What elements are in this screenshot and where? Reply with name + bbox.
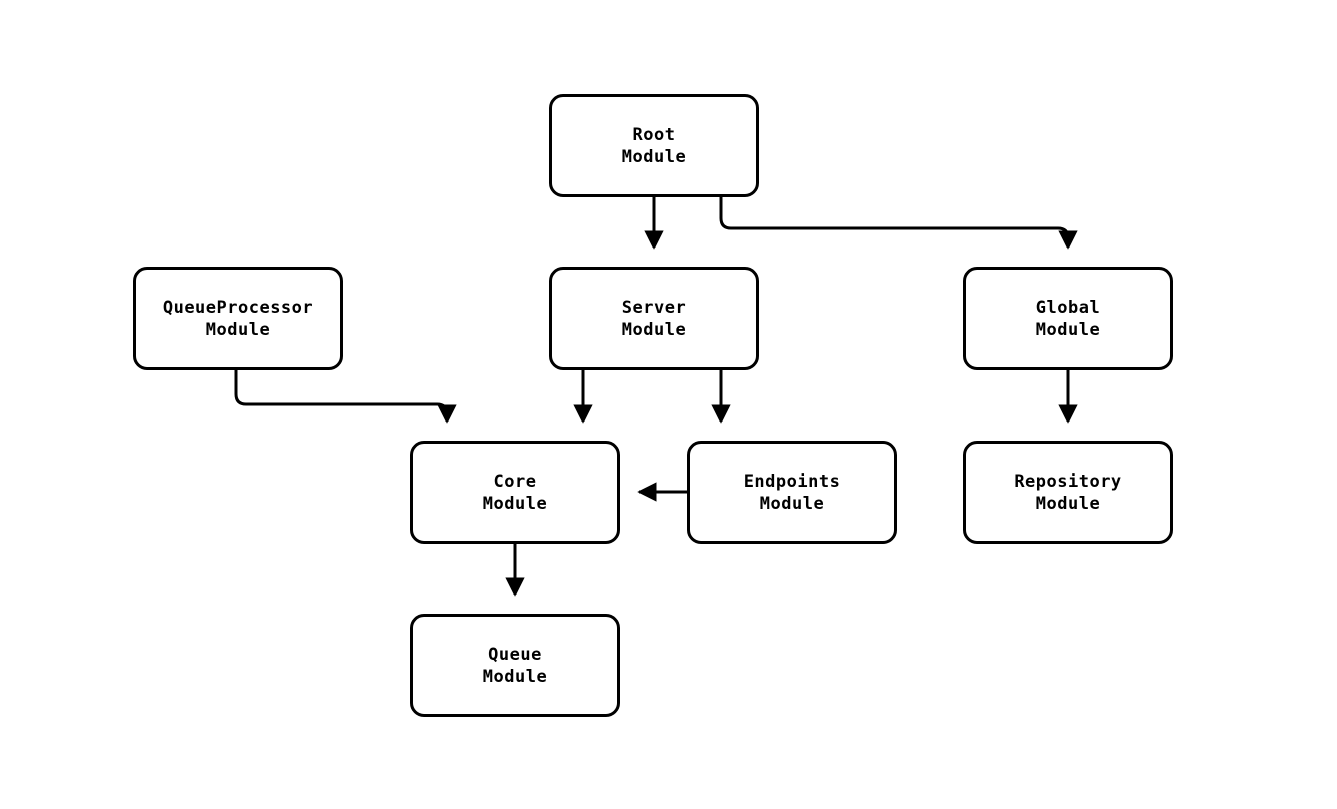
node-server[interactable]: Server Module [549, 267, 759, 370]
node-global[interactable]: Global Module [963, 267, 1173, 370]
node-endpoints-sublabel: Module [759, 493, 825, 514]
node-root-sublabel: Module [621, 146, 687, 167]
node-server-sublabel: Module [621, 319, 687, 340]
node-queue[interactable]: Queue Module [410, 614, 620, 717]
node-core-sublabel: Module [482, 493, 548, 514]
node-core-label: Core [493, 471, 537, 492]
node-global-sublabel: Module [1035, 319, 1101, 340]
node-server-label: Server [621, 297, 687, 318]
node-queue-label: Queue [488, 644, 542, 665]
node-global-label: Global [1035, 297, 1101, 318]
edge-queueprocessor-to-core [234, 370, 457, 424]
node-queueprocessor-sublabel: Module [205, 319, 271, 340]
edge-root-to-global [719, 197, 1078, 250]
node-repository-sublabel: Module [1035, 493, 1101, 514]
node-endpoints[interactable]: Endpoints Module [687, 441, 897, 544]
node-endpoints-label: Endpoints [743, 471, 841, 492]
node-repository[interactable]: Repository Module [963, 441, 1173, 544]
node-root-label: Root [632, 124, 676, 145]
node-queueprocessor-label: QueueProcessor [162, 297, 314, 318]
node-repository-label: Repository [1014, 471, 1122, 492]
node-queueprocessor[interactable]: QueueProcessor Module [133, 267, 343, 370]
node-root[interactable]: Root Module [549, 94, 759, 197]
node-core[interactable]: Core Module [410, 441, 620, 544]
node-queue-sublabel: Module [482, 666, 548, 687]
